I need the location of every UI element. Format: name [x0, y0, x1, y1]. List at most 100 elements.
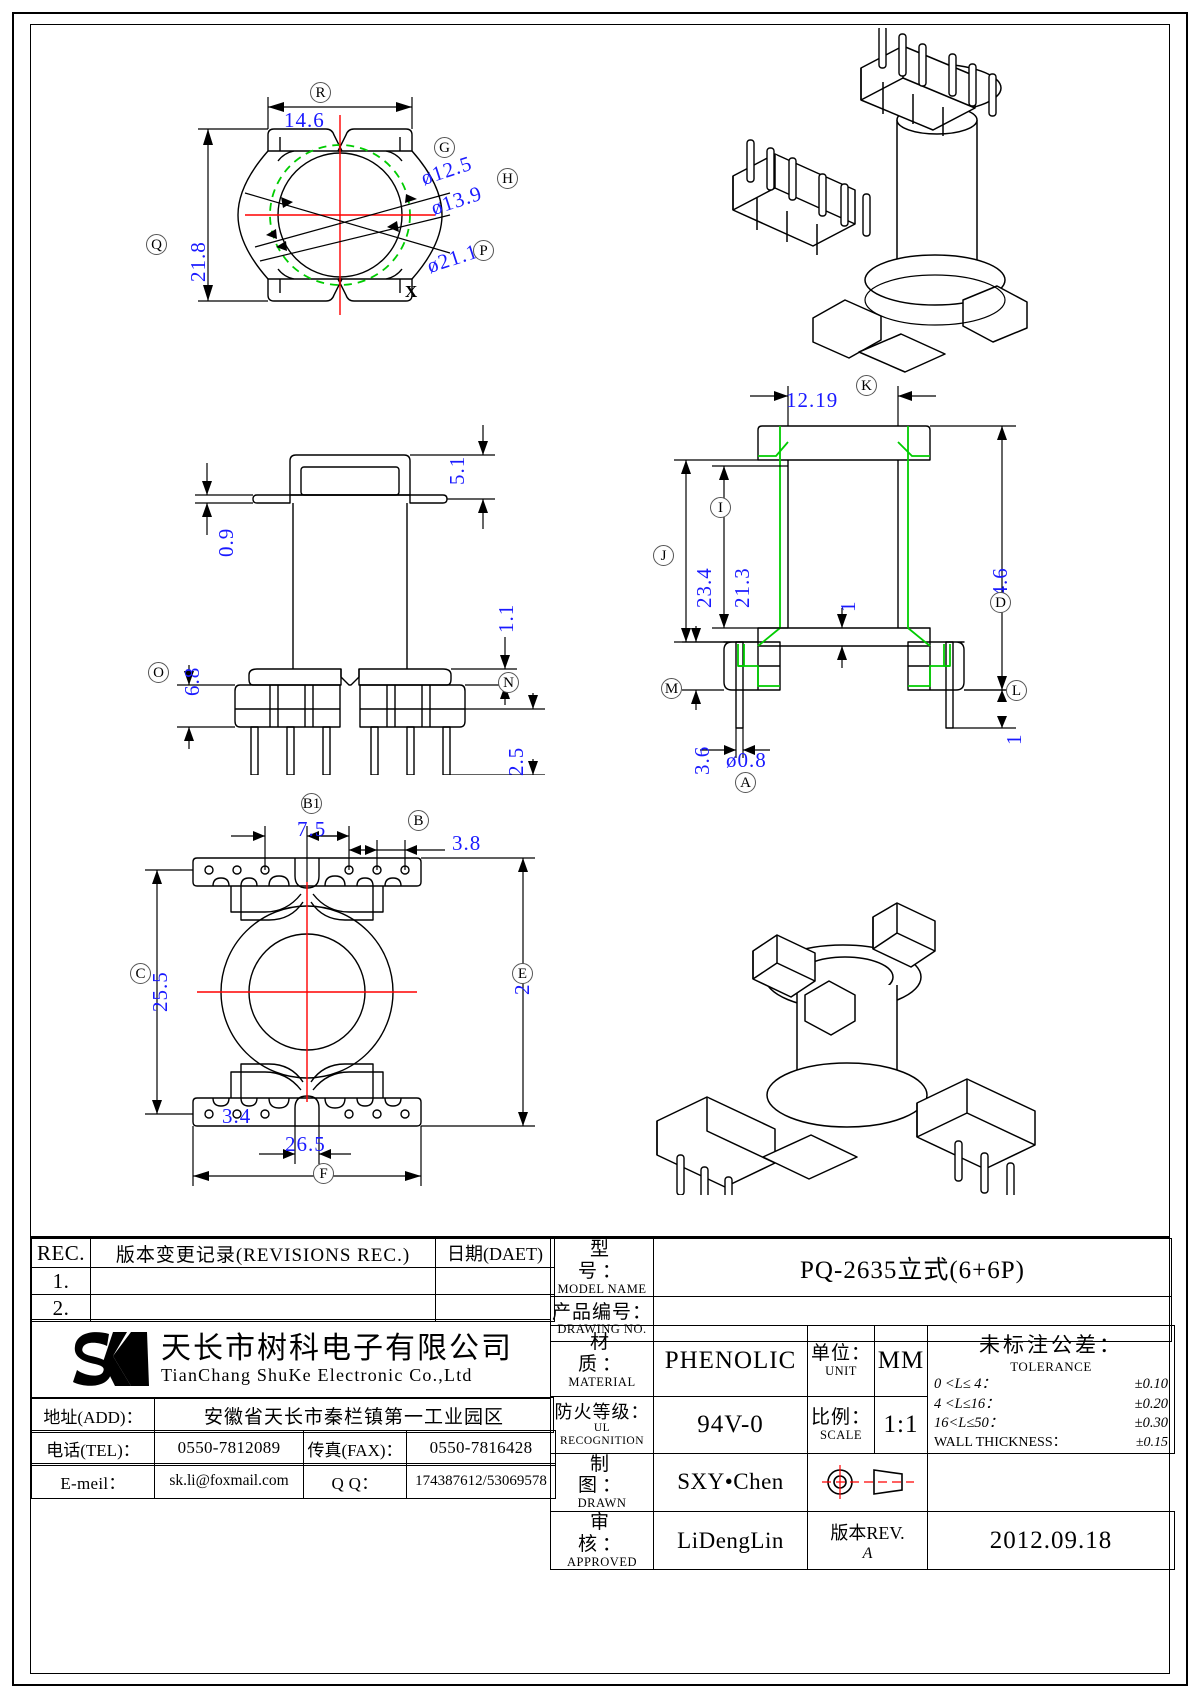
dim-14-6: 14.6	[284, 108, 325, 132]
balloon-H: H	[497, 168, 518, 189]
dim-25-5: 25.5	[148, 971, 172, 1012]
balloon-D: D	[990, 592, 1011, 613]
rev-row-1-no: 1.	[31, 1267, 91, 1295]
company-block: 天长市树科电子有限公司 TianChang ShuKe Electronic C…	[31, 1319, 551, 1399]
balloon-I: I	[710, 497, 731, 518]
ul-value: 94V-0	[653, 1395, 808, 1454]
company-identity: 天长市树科电子有限公司 TianChang ShuKe Electronic C…	[31, 1319, 551, 1399]
first-angle-projection-icon	[821, 1465, 914, 1500]
dim-wall-1: 1	[836, 600, 860, 613]
rev-row-2-date[interactable]	[435, 1294, 555, 1322]
view-mid-left	[135, 405, 555, 775]
tolerance-row-2: 4 <L≤16：±0.20	[934, 1395, 1168, 1412]
tel-value: 0550-7812089	[154, 1430, 304, 1466]
dim-21-8: 21.8	[186, 241, 210, 282]
rev-row-1-date[interactable]	[435, 1267, 555, 1295]
balloon-F: F	[313, 1163, 334, 1184]
unit-value: MM	[874, 1325, 928, 1397]
qq-value: 174387612/53069578	[406, 1463, 556, 1499]
fax-label: 传真(FAX)：	[303, 1430, 407, 1466]
dim-0-9: 0.9	[214, 527, 238, 557]
tolerance-row-4: WALL THICKNESS：±0.15	[934, 1434, 1168, 1450]
company-name-cn: 天长市树科电子有限公司	[161, 1331, 513, 1367]
fax-value: 0550-7816428	[406, 1430, 556, 1466]
tel-fax-block: 电话(TEL)： 0550-7812089 传真(FAX)： 0550-7816…	[31, 1430, 556, 1466]
address-value: 安徽省天长市秦栏镇第一工业园区	[154, 1397, 554, 1433]
balloon-G: G	[434, 137, 455, 158]
dim-3-4: 3.4	[222, 1104, 252, 1128]
email-qq-block: E-meil： sk.li@foxmail.com Q Q： 174387612…	[31, 1463, 556, 1499]
approved-label: 审 核： APPROVED	[550, 1511, 657, 1571]
view-bot-left	[135, 820, 555, 1190]
dim-3-6: 3.6	[690, 745, 714, 775]
balloon-L: L	[1006, 680, 1027, 701]
ul-label: 防火等级： UL RECOGNITION	[550, 1395, 654, 1454]
dim-23-4: 23.4	[692, 567, 716, 608]
dim-21-3: 21.3	[730, 567, 754, 608]
rev-col-rec: REC.	[31, 1238, 91, 1268]
sheet-border-inner	[30, 24, 1170, 1674]
dim-5-1: 5.1	[445, 455, 469, 485]
spec-table: 型 号： MODEL NAME PQ-2635立式(6+6P) 产品编号： DR…	[550, 1237, 1172, 1343]
sheet-border-outer	[12, 12, 1188, 1686]
tolerance-title-cn: 未标注公差：	[979, 1333, 1123, 1357]
view-top-left: X	[150, 75, 550, 355]
dim-12-19: 12.19	[786, 388, 839, 412]
rev-row-2-no: 2.	[31, 1294, 91, 1322]
material-value: PHENOLIC	[653, 1325, 808, 1397]
email-label: E-meil：	[31, 1463, 155, 1499]
company-name-en: TianChang ShuKe Electronic Co.,Ltd	[161, 1365, 473, 1386]
rev-col-date: 日期(DAET)	[435, 1238, 555, 1268]
balloon-N: N	[498, 672, 519, 693]
tolerance-row-3: 16<L≤50：±0.30	[934, 1415, 1168, 1432]
rev-row-1-desc[interactable]	[90, 1267, 436, 1295]
qq-label: Q Q：	[303, 1463, 407, 1499]
balloon-R: R	[310, 82, 331, 103]
model-value: PQ-2635立式(6+6P)	[653, 1237, 1172, 1298]
tel-label: 电话(TEL)：	[31, 1430, 155, 1466]
tolerance-row-1: 0 <L≤ 4：±0.10	[934, 1376, 1168, 1392]
balloon-O: O	[148, 662, 169, 683]
dim-3-8: 3.8	[452, 831, 482, 855]
svg-text:X: X	[405, 282, 418, 301]
email-value: sk.li@foxmail.com	[154, 1463, 304, 1499]
balloon-E: E	[512, 963, 533, 984]
rev-col-desc: 版本变更记录(REVISIONS REC.)	[90, 1238, 436, 1268]
balloon-J: J	[653, 545, 674, 566]
balloon-C: C	[130, 963, 151, 984]
sk-logo-icon	[73, 1332, 149, 1386]
unit-label: 单位： UNIT	[807, 1325, 875, 1397]
balloon-B1: B1	[301, 793, 322, 814]
material-label: 材 质： MATERIAL	[550, 1325, 657, 1397]
balloon-B: B	[408, 810, 429, 831]
view-top-right-isometric	[645, 28, 1045, 390]
dim-26-5: 26.5	[285, 1132, 326, 1156]
model-label: 型 号： MODEL NAME	[550, 1237, 657, 1298]
balloon-A: A	[735, 772, 756, 793]
scale-label: 比例： SCALE	[807, 1395, 875, 1454]
dim-d0-8: ø0.8	[726, 748, 767, 772]
rev-label-cell: 版本REV. A	[807, 1511, 928, 1571]
balloon-K: K	[856, 375, 877, 396]
dim-2-5: 2.5	[504, 746, 528, 776]
dim-7-5: 7.5	[297, 817, 327, 841]
spec-table-lower: 材 质： MATERIAL PHENOLIC 单位： UNIT MM 未标注公差…	[550, 1325, 1175, 1571]
date-value: 2012.09.18	[927, 1511, 1175, 1571]
drawn-value: SXY•Chen	[653, 1452, 808, 1513]
title-block: REC. 版本变更记录(REVISIONS REC.) 日期(DAET) 1. …	[31, 1236, 1175, 1571]
drawn-label: 制 图： DRAWN	[550, 1452, 657, 1513]
tolerance-title-en: TOLERANCE	[1010, 1359, 1092, 1374]
tolerance-block: 未标注公差： TOLERANCE 0 <L≤ 4：±0.10 4 <L≤16：±…	[927, 1325, 1175, 1454]
dim-L-1: 1	[1002, 733, 1026, 746]
view-bot-right-isometric	[645, 855, 1045, 1195]
address-label: 地址(ADD)：	[31, 1397, 155, 1433]
projection-symbol	[807, 1452, 928, 1513]
rev-row-2-desc[interactable]	[90, 1294, 436, 1322]
balloon-P: P	[473, 240, 494, 261]
approved-value: LiDengLin	[653, 1511, 808, 1571]
view-mid-right	[640, 380, 1040, 780]
contact-block: 地址(ADD)： 安徽省天长市秦栏镇第一工业园区	[31, 1397, 554, 1433]
scale-value: 1:1	[874, 1395, 928, 1454]
dim-6-8: 6.8	[180, 666, 204, 696]
